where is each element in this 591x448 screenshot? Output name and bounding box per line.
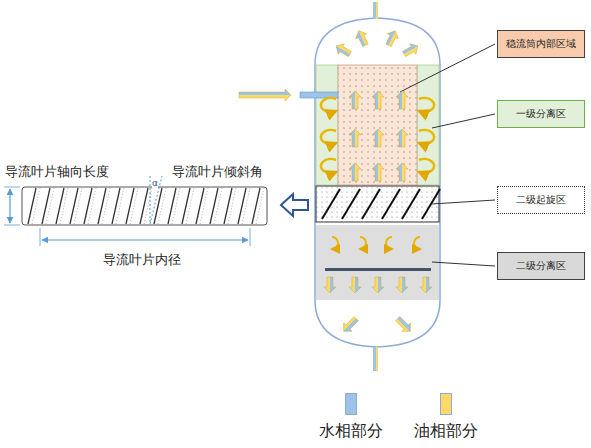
dimension-label: 导流叶片轴向长度 (5, 163, 109, 181)
region-label-box: 二级分离区 (497, 252, 585, 280)
region-name: 二级起旋区 (516, 193, 566, 207)
legend-item: 油相部分 (414, 393, 478, 442)
legend-swatch (440, 393, 452, 415)
dimension-label: 导流叶片内径 (103, 251, 181, 269)
region-label-box: 二级起旋区 (497, 186, 585, 214)
angle-symbol: α (152, 178, 158, 188)
region-name: 稳流筒内部区域 (506, 37, 576, 51)
region-label-box: 稳流筒内部区域 (497, 30, 585, 58)
region-label-box: 一级分离区 (497, 100, 585, 128)
dimension-label: 导流叶片倾斜角 (172, 163, 263, 181)
region-name: 二级分离区 (516, 259, 566, 273)
legend-text: 水相部分 (319, 421, 383, 442)
legend-text: 油相部分 (414, 421, 478, 442)
legend-item: 水相部分 (319, 393, 383, 442)
region-name: 一级分离区 (516, 107, 566, 121)
legend-swatch (345, 393, 357, 415)
